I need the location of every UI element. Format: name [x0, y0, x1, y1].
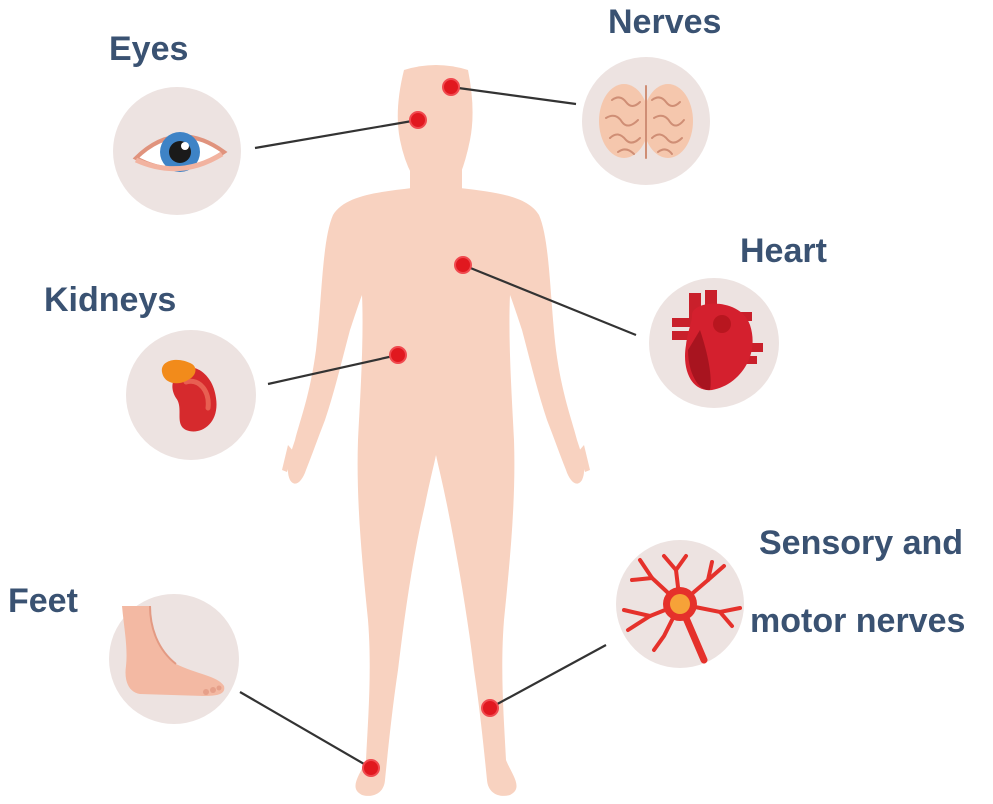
label-heart: Heart — [740, 234, 827, 268]
marker-eyes — [410, 112, 426, 128]
connector-eyes — [255, 120, 418, 148]
label-sensory-line2: motor nerves — [750, 604, 965, 638]
label-kidneys: Kidneys — [44, 283, 176, 317]
marker-feet — [363, 760, 379, 776]
label-nerves: Nerves — [608, 5, 721, 39]
eyes-circle — [113, 87, 241, 215]
label-sensory-line1: Sensory and — [759, 526, 963, 560]
marker-sensory — [482, 700, 498, 716]
marker-kidneys — [390, 347, 406, 363]
body-silhouette — [282, 65, 590, 796]
marker-heart — [455, 257, 471, 273]
sensory-circle — [616, 540, 744, 668]
marker-nerves — [443, 79, 459, 95]
nerves-circle — [582, 57, 710, 185]
label-feet: Feet — [8, 584, 78, 618]
kidneys-circle — [126, 330, 256, 460]
heart-circle — [649, 278, 779, 408]
feet-circle — [109, 594, 239, 724]
connector-feet — [240, 692, 371, 768]
brain-icon — [599, 84, 693, 158]
label-eyes: Eyes — [109, 32, 188, 66]
connector-sensory — [490, 645, 606, 708]
